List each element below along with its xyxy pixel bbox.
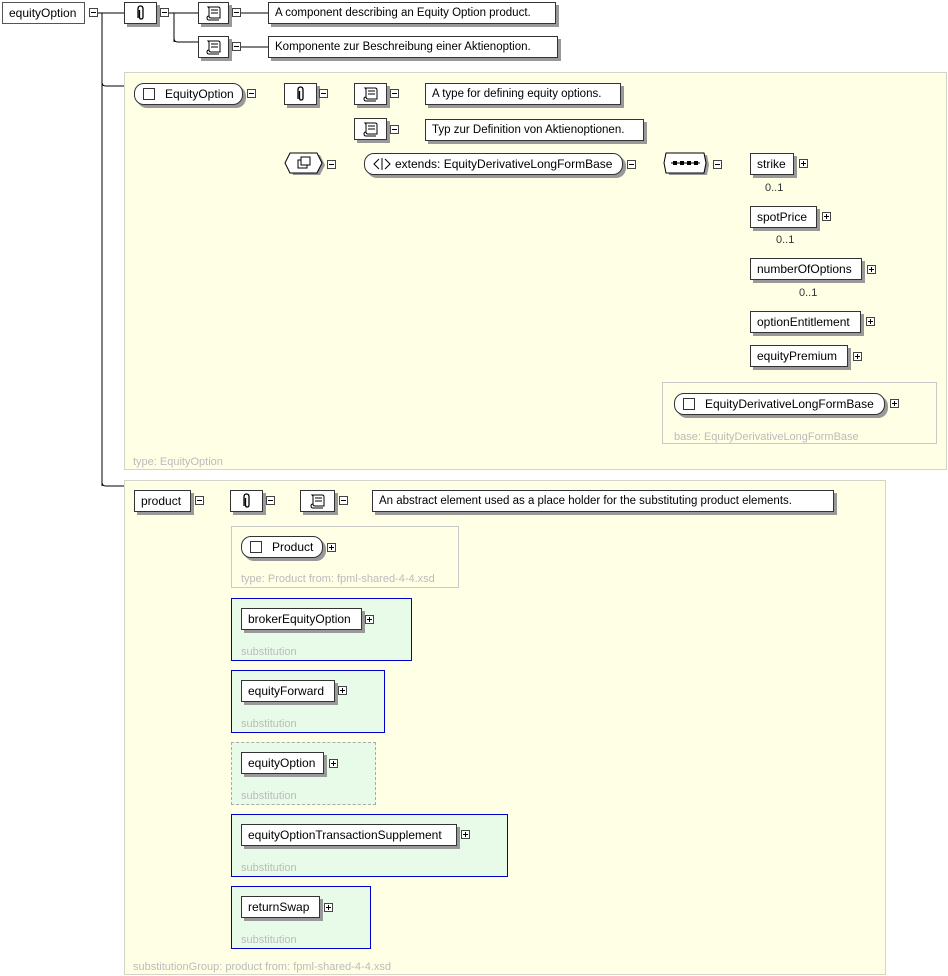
complex-type-EquityDerivativeLongFormBase[interactable]: EquityDerivativeLongFormBase: [674, 393, 885, 415]
complex-type-icon: [250, 541, 262, 553]
expand-icon[interactable]: [799, 159, 808, 168]
expand-icon[interactable]: [338, 686, 347, 695]
type-name: EquityOption: [165, 87, 234, 101]
cardinality: 0..1: [799, 287, 818, 299]
expand-icon[interactable]: [867, 265, 876, 274]
cardinality: 0..1: [765, 182, 784, 194]
element-equityForward[interactable]: equityForward: [241, 680, 335, 702]
type-label: type: EquityOption: [133, 456, 223, 468]
base-type-box: [662, 382, 937, 444]
collapse-icon[interactable]: [390, 89, 399, 98]
base-label: base: EquityDerivativeLongFormBase: [674, 431, 859, 443]
annotation-icon: [230, 490, 263, 512]
substitution-label: substitution: [241, 718, 297, 730]
element-equityOption[interactable]: equityOption: [241, 752, 324, 774]
expand-icon[interactable]: [890, 399, 899, 408]
complex-type-icon: [683, 398, 695, 410]
element-returnSwap[interactable]: returnSwap: [241, 896, 320, 918]
expand-icon[interactable]: [822, 212, 831, 221]
extension-icon: [373, 158, 391, 170]
substitution-group-label: substitutionGroup: product from: fpml-sh…: [133, 961, 392, 973]
collapse-icon[interactable]: [247, 89, 256, 98]
element-equityOptionTransactionSupplement[interactable]: equityOptionTransactionSupplement: [241, 824, 457, 846]
documentation-icon: [300, 490, 335, 512]
expand-icon[interactable]: [324, 903, 333, 912]
complex-content-icon: [284, 152, 325, 175]
documentation-icon: [198, 2, 229, 24]
collapse-icon[interactable]: [339, 496, 348, 505]
collapse-icon[interactable]: [390, 125, 399, 134]
collapse-icon[interactable]: [195, 496, 204, 505]
type-label: type: Product from: fpml-shared-4-4.xsd: [241, 573, 435, 585]
complex-type-EquityOption[interactable]: EquityOption: [134, 83, 243, 105]
type-name: Product: [272, 540, 314, 554]
type-name: EquityDerivativeLongFormBase: [705, 397, 874, 411]
collapse-icon[interactable]: [713, 160, 722, 169]
substitution-label: substitution: [241, 790, 297, 802]
element-numberOfOptions[interactable]: numberOfOptions: [750, 258, 862, 280]
element-brokerEquityOption[interactable]: brokerEquityOption: [241, 608, 362, 630]
expand-icon[interactable]: [329, 759, 338, 768]
element-equityPremium[interactable]: equityPremium: [750, 345, 848, 367]
product-type-box: [231, 526, 459, 588]
element-optionEntitlement[interactable]: optionEntitlement: [750, 311, 861, 333]
expand-icon[interactable]: [461, 830, 470, 839]
expand-icon[interactable]: [853, 352, 862, 361]
collapse-icon[interactable]: [319, 89, 328, 98]
expand-icon[interactable]: [365, 615, 374, 624]
documentation-de: Komponente zur Beschreibung einer Aktien…: [268, 36, 558, 58]
complex-type-Product[interactable]: Product: [241, 536, 323, 558]
extension-EquityDerivativeLongFormBase[interactable]: extends: EquityDerivativeLongFormBase: [364, 153, 623, 175]
documentation-de: Typ zur Definition von Aktienoptionen.: [425, 119, 644, 141]
collapse-icon[interactable]: [266, 496, 275, 505]
documentation-en: An abstract element used as a place hold…: [372, 490, 834, 512]
documentation-icon: [354, 83, 387, 105]
expand-icon[interactable]: [327, 543, 336, 552]
annotation-icon: [124, 2, 157, 24]
element-product[interactable]: product: [134, 490, 191, 512]
collapse-icon[interactable]: [232, 8, 241, 17]
element-spotPrice[interactable]: spotPrice: [750, 206, 817, 228]
collapse-icon[interactable]: [627, 160, 636, 169]
documentation-en: A component describing an Equity Option …: [268, 2, 556, 24]
sequence-icon: [663, 152, 709, 175]
expand-icon[interactable]: [866, 317, 875, 326]
documentation-en: A type for defining equity options.: [425, 83, 621, 105]
cardinality: 0..1: [776, 234, 795, 246]
substitution-label: substitution: [241, 862, 297, 874]
collapse-icon[interactable]: [160, 8, 169, 17]
documentation-icon: [354, 118, 387, 140]
root-element-equityOption[interactable]: equityOption: [2, 2, 85, 24]
element-strike[interactable]: strike: [750, 153, 794, 175]
complex-type-icon: [143, 88, 155, 100]
substitution-label: substitution: [241, 646, 297, 658]
extension-label: extends: EquityDerivativeLongFormBase: [395, 157, 613, 171]
collapse-icon[interactable]: [232, 42, 241, 51]
collapse-icon[interactable]: [89, 8, 98, 17]
annotation-icon: [284, 83, 317, 105]
substitution-label: substitution: [241, 934, 297, 946]
documentation-icon: [198, 36, 229, 58]
collapse-icon[interactable]: [327, 160, 336, 169]
